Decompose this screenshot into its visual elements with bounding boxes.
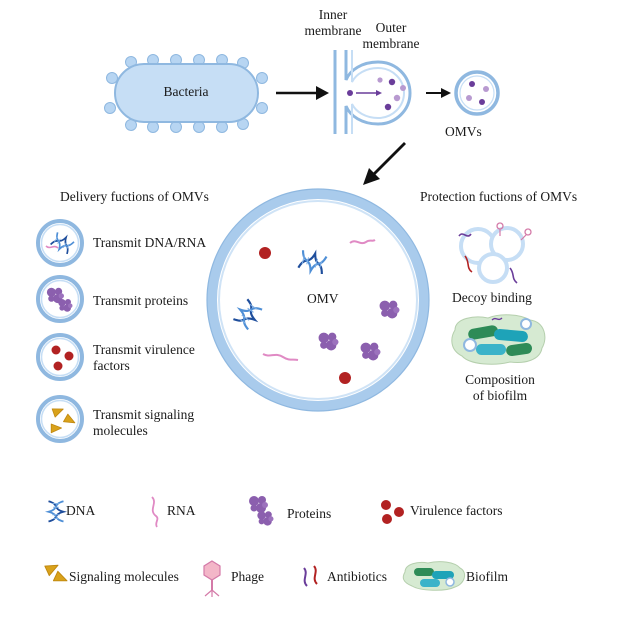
- legend-icons: [44, 496, 466, 597]
- protection-item-decoy-binding: Decoy binding: [452, 290, 532, 305]
- omvs-label: OMVs: [445, 124, 482, 139]
- biofilm-illustration: [451, 314, 546, 365]
- legend-antibiotics-label: Antibiotics: [327, 569, 387, 584]
- delivery-title: Delivery fuctions of OMVs: [60, 189, 209, 204]
- delivery-item-proteins: Transmit proteins: [93, 293, 189, 308]
- delivery-icons: [36, 219, 84, 443]
- bacteria-label: Bacteria: [163, 84, 209, 99]
- legend-proteins-label: Proteins: [287, 506, 332, 521]
- legend-virulence-factors-label: Virulence factors: [410, 503, 503, 518]
- small-omv: [454, 70, 500, 116]
- legend-dna-label: DNA: [66, 503, 96, 518]
- legend-phage-label: Phage: [231, 569, 264, 584]
- legend-signaling-molecules-label: Signaling molecules: [69, 569, 179, 584]
- inner-membrane-label: Inner membrane: [304, 7, 362, 38]
- legend-rna-label: RNA: [167, 503, 196, 518]
- decoy-binding-illustration: [458, 222, 532, 284]
- outer-membrane-label: Outer membrane: [362, 20, 420, 51]
- delivery-item-dna-rna: Transmit DNA/RNA: [93, 235, 207, 250]
- delivery-item-virulence: Transmit virulence factors: [93, 342, 195, 373]
- protection-item-biofilm: Composition of biofilm: [465, 372, 535, 403]
- large-omv: [206, 188, 430, 412]
- legend-biofilm-label: Biofilm: [466, 569, 509, 584]
- protection-title: Protection fuctions of OMVs: [420, 189, 578, 204]
- delivery-item-signaling: Transmit signaling molecules: [93, 407, 195, 438]
- membrane-illustration: [333, 50, 412, 134]
- bacteria-illustration: [104, 54, 268, 133]
- omv-label: OMV: [307, 291, 339, 306]
